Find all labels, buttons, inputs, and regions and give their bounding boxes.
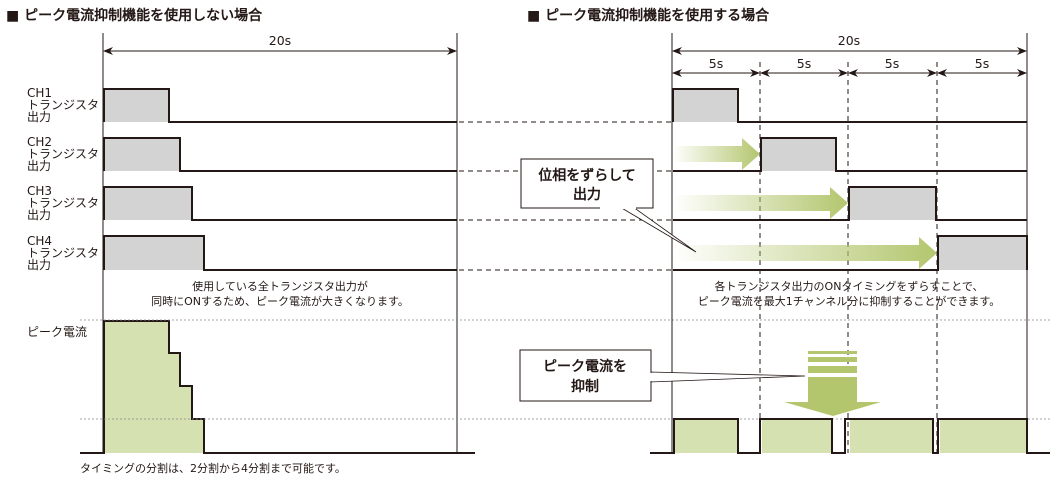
phase-shift-arrows — [673, 138, 937, 269]
left-ch3-waveform — [103, 186, 457, 221]
phase-shift-callout-line1: 位相をずらして — [538, 167, 636, 184]
right-ch3-waveform — [673, 186, 1027, 221]
ch1-sublabel: トランジスタ — [27, 98, 99, 112]
left-ch1-waveform — [103, 88, 457, 123]
left-note-line1: 使用している全トランジスタ出力が — [192, 279, 368, 293]
ch4-shift-arrow — [673, 237, 937, 269]
ch2-label: CH2 — [27, 135, 52, 149]
suppression-arrow-icon — [784, 351, 881, 416]
segment-3-label: 5s — [885, 56, 899, 71]
segment-4-label: 5s — [975, 56, 989, 71]
left-panel: 20s CH1 トランジスタ 出力 CH2 トランジスタ 出力 CH3 トランジ… — [27, 33, 475, 475]
right-panel: 20s 5s 5s 5s 5s — [650, 33, 1050, 454]
ch3-sublabel: トランジスタ — [27, 196, 99, 210]
ch3-label: CH3 — [27, 184, 52, 198]
right-ch2-waveform — [673, 137, 1027, 172]
right-note-line2: ピーク電流を最大1チャンネル分に抑制することができます。 — [698, 294, 1001, 308]
segment-1-label: 5s — [709, 56, 723, 71]
peak-suppress-callout: ピーク電流を 抑制 — [519, 349, 806, 402]
ch4-sublabel2: 出力 — [27, 258, 51, 272]
peak-suppress-callout-line1: ピーク電流を — [543, 358, 627, 375]
left-duration-label: 20s — [269, 33, 291, 48]
right-peak-current-waveform — [650, 418, 1050, 454]
ch1-label: CH1 — [27, 86, 52, 100]
left-panel-title: ■ ピーク電流抑制機能を使用しない場合 — [6, 7, 263, 24]
peak-suppress-callout-line2: 抑制 — [571, 378, 599, 395]
left-ch4-waveform — [103, 235, 457, 271]
ch2-sublabel2: 出力 — [27, 159, 51, 173]
ch2-shift-arrow — [673, 138, 760, 170]
ch3-shift-arrow — [673, 187, 848, 219]
ch1-sublabel2: 出力 — [27, 110, 51, 124]
right-ch1-waveform — [672, 88, 1027, 123]
phase-shift-callout: 位相をずらして 出力 — [520, 158, 697, 253]
right-duration-label: 20s — [838, 33, 860, 48]
right-panel-title: ■ ピーク電流抑制機能を使用する場合 — [527, 7, 770, 24]
right-note-line1: 各トランジスタ出力のONタイミングをずらすことで、 — [715, 279, 984, 293]
left-peak-current-label: ピーク電流 — [27, 325, 87, 339]
left-channel-labels: CH1 トランジスタ 出力 CH2 トランジスタ 出力 CH3 トランジスタ 出… — [27, 86, 99, 272]
ch3-sublabel2: 出力 — [27, 208, 51, 222]
footer-note: タイミングの分割は、2分割から4分割まで可能です。 — [80, 461, 346, 475]
ch2-sublabel: トランジスタ — [27, 147, 99, 161]
left-note-line2: 同時にONするため、ピーク電流が大きくなります。 — [151, 294, 409, 308]
ch4-sublabel: トランジスタ — [27, 246, 99, 260]
left-ch2-waveform — [103, 137, 457, 172]
segment-2-label: 5s — [797, 56, 811, 71]
left-peak-current-waveform — [80, 320, 475, 454]
phase-shift-callout-line2: 出力 — [573, 186, 601, 203]
ch4-label: CH4 — [27, 234, 52, 248]
right-ch4-waveform — [673, 235, 1028, 271]
